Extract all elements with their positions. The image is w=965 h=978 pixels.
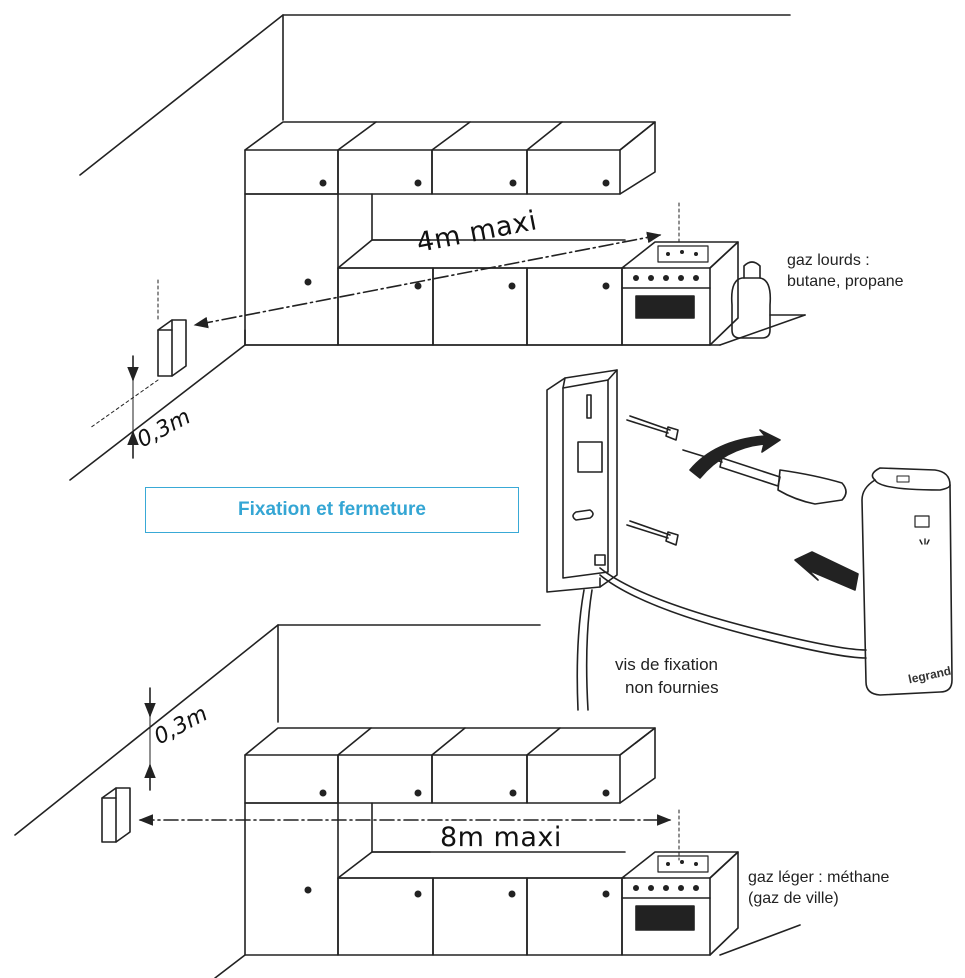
bottom-base-cabinets <box>244 802 626 956</box>
screws <box>626 415 679 546</box>
top-gas-bottle <box>730 261 806 339</box>
screw-note-line2: non fournies <box>625 678 719 697</box>
bottom-stove <box>621 851 739 956</box>
bottom-distance-label: 8m maxi <box>440 822 562 853</box>
screwdriver <box>682 429 847 505</box>
section-title: Fixation et fermeture <box>238 499 426 520</box>
top-stove <box>621 241 739 346</box>
top-wall-cabinets <box>244 121 656 195</box>
top-detector <box>157 279 187 377</box>
top-gas-label-line1: gaz lourds : <box>787 252 870 269</box>
screw-note-line1: vis de fixation <box>615 655 718 674</box>
cable <box>576 567 867 711</box>
top-gas-label-line2: butane, propane <box>787 273 904 290</box>
bottom-gas-label-line2: (gaz de ville) <box>748 890 839 907</box>
insert-arrow <box>794 551 859 591</box>
bottom-gas-label-line1: gaz léger : méthane <box>748 869 890 886</box>
section-title-box: Fixation et fermeture <box>145 487 519 533</box>
detector-unit <box>861 467 953 696</box>
bottom-distance-line <box>138 809 680 861</box>
top-height-marker <box>89 355 159 459</box>
mounting-plate <box>546 369 618 593</box>
top-distance-line <box>193 202 680 329</box>
bottom-detector <box>101 787 131 843</box>
bottom-wall-cabinets <box>244 727 656 804</box>
top-base-cabinets <box>244 193 626 346</box>
bottom-room <box>14 624 801 978</box>
